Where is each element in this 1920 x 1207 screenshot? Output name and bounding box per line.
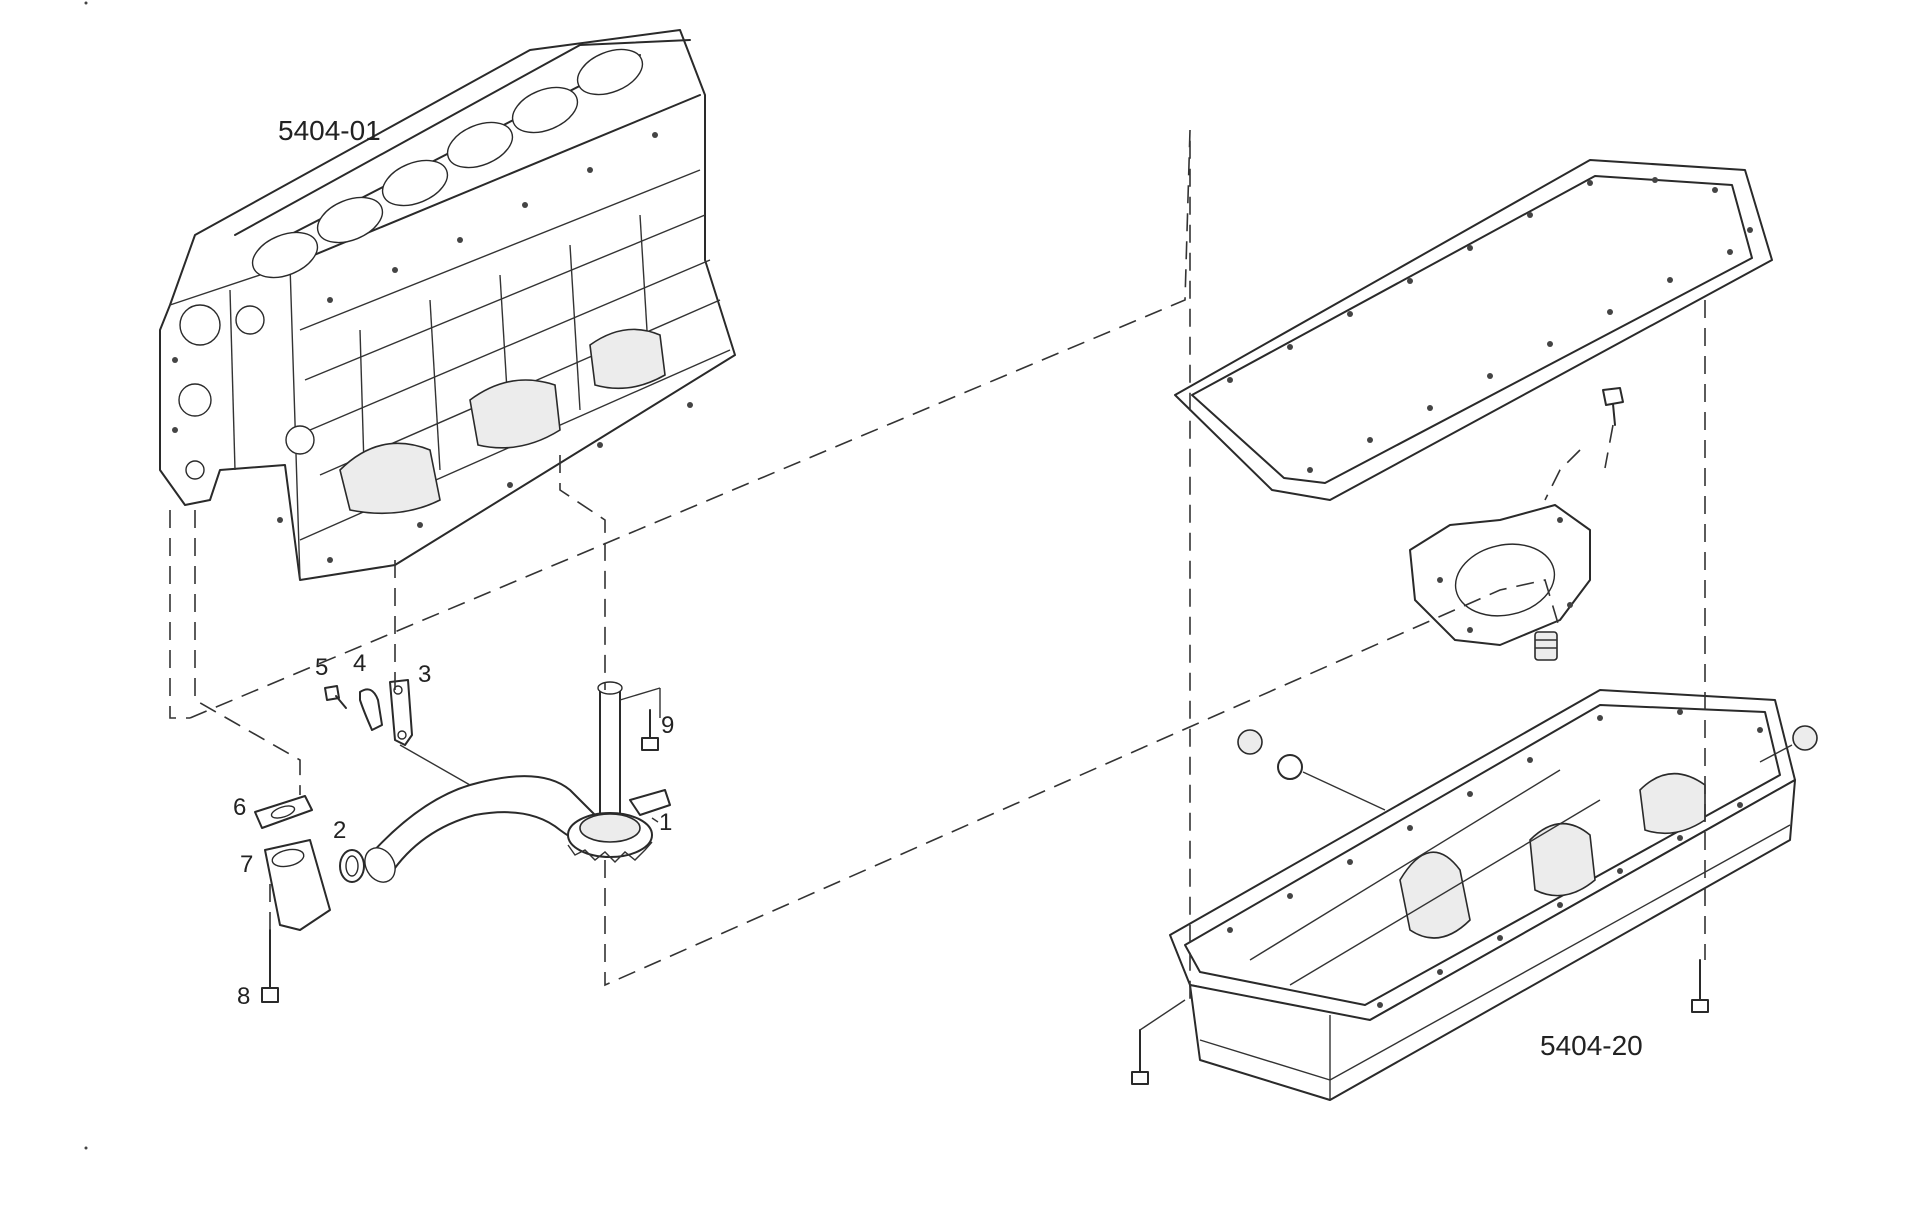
o-ring-2 <box>339 849 365 883</box>
assembly-lines <box>169 129 1706 1000</box>
bolt-8 <box>261 929 279 1003</box>
callout-3: 3 <box>418 661 431 688</box>
pan-bolt-right <box>1691 959 1709 1013</box>
callout-2: 2 <box>333 817 346 844</box>
callout-9: 9 <box>661 712 674 739</box>
engine-block <box>159 29 736 581</box>
bolt-5 <box>324 685 347 709</box>
pan-plug-left <box>1237 729 1386 811</box>
sump-plate <box>1409 504 1591 646</box>
oil-pan <box>1169 689 1796 1101</box>
callout-7: 7 <box>240 851 253 878</box>
bracket-3 <box>389 679 413 746</box>
callout-1: 1 <box>659 809 672 836</box>
callout-8: 8 <box>237 983 250 1010</box>
sump-bolt <box>1602 387 1624 426</box>
callout-5: 5 <box>315 654 328 681</box>
gasket-bolt-holes <box>1227 177 1753 473</box>
oil-pickup-tube <box>364 681 671 883</box>
pan-plug-right <box>1759 725 1818 763</box>
callout-leaders <box>399 744 659 823</box>
gasket-6 <box>254 795 313 829</box>
bolt-9 <box>619 687 661 751</box>
spring-plug <box>1534 631 1558 661</box>
pan-hardware <box>1131 387 1818 1085</box>
flange-7 <box>264 839 331 931</box>
clamp-4 <box>359 688 383 731</box>
cylinder-bores <box>251 48 644 279</box>
callout-4: 4 <box>353 650 366 677</box>
group-label-block: 5404-01 <box>278 115 381 146</box>
pan-bolt-holes <box>1227 709 1763 1008</box>
pan-bolt-left <box>1131 999 1186 1085</box>
callout-6: 6 <box>233 794 246 821</box>
labels: 5404-01 5404-20 1 2 3 4 5 6 7 8 9 <box>233 115 1643 1061</box>
block-bolt-holes <box>172 132 693 563</box>
group-label-pan: 5404-20 <box>1540 1030 1643 1061</box>
oil-pan-gasket <box>1174 159 1773 501</box>
oil-strainer <box>567 789 671 863</box>
